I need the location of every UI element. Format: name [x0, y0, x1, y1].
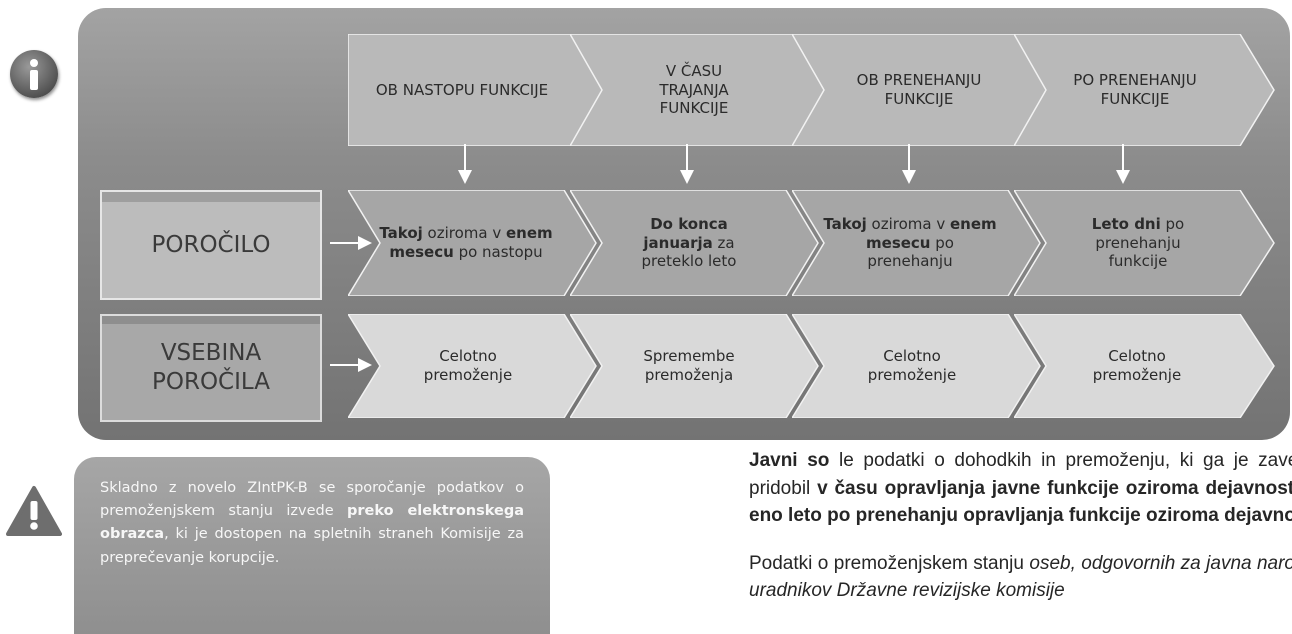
content-text: Celotno premoženje	[867, 347, 957, 384]
stage-label: OB PRENEHANJU FUNKCIJE	[856, 71, 982, 108]
down-arrow-icon	[458, 144, 472, 184]
report-text: Takoj oziroma v enem mesecu po nastopu	[379, 224, 553, 261]
stage-chevron-3: OB PRENEHANJU FUNKCIJE	[792, 34, 1050, 146]
right-arrow-icon	[330, 236, 372, 250]
report-row-label: POROČILO	[100, 190, 322, 300]
stage-chevron-1: OB NASTOPU FUNKCIJE	[348, 34, 606, 146]
content-chevron-1: Celotno premoženje	[348, 314, 598, 418]
content-text: Celotno premoženje	[423, 347, 513, 384]
content-chevron-3: Celotno premoženje	[792, 314, 1042, 418]
report-text: Do konca januarja za preteklo leto	[641, 214, 737, 271]
report-text: Takoj oziroma v enem mesecu po prenehanj…	[823, 214, 997, 271]
content-text: Spremembe premoženja	[643, 347, 735, 384]
content-row-label: VSEBINA POROČILA	[100, 314, 322, 422]
content-chevron-4: Celotno premoženje	[1014, 314, 1276, 418]
report-chevron-4: Leto dni po prenehanju funkcije	[1014, 190, 1276, 296]
down-arrow-icon	[902, 144, 916, 184]
down-arrow-icon	[680, 144, 694, 184]
stage-label: PO PRENEHANJU FUNKCIJE	[1073, 71, 1197, 108]
content-text: Celotno premoženje	[1092, 347, 1182, 384]
content-chevron-2: Spremembe premoženja	[570, 314, 820, 418]
report-chevron-2: Do konca januarja za preteklo leto	[570, 190, 820, 296]
report-chevron-1: Takoj oziroma v enem mesecu po nastopu	[348, 190, 598, 296]
info-icon	[10, 50, 58, 98]
paragraph-public: Javni so le podatki o dohodkih in premož…	[749, 450, 1292, 527]
down-arrow-icon	[1116, 144, 1130, 184]
stage-label: V ČASU TRAJANJA FUNKCIJE	[659, 61, 729, 118]
report-chevron-3: Takoj oziroma v enem mesecu po prenehanj…	[792, 190, 1042, 296]
right-arrow-icon	[330, 358, 372, 372]
report-text: Leto dni po prenehanju funkcije	[1091, 214, 1185, 271]
paragraph-assets: Podatki o premoženjskem stanju oseb, odg…	[749, 552, 1292, 602]
stage-label: OB NASTOPU FUNKCIJE	[375, 80, 549, 99]
stage-chevron-2: V ČASU TRAJANJA FUNKCIJE	[570, 34, 828, 146]
public-data-text: Javni so le podatki o dohodkih in premož…	[749, 447, 1292, 625]
warning-icon	[6, 486, 62, 536]
note-box: Skladno z novelo ZIntPK-B se sporočanje …	[74, 457, 550, 634]
stage-chevron-4: PO PRENEHANJU FUNKCIJE	[1014, 34, 1276, 146]
